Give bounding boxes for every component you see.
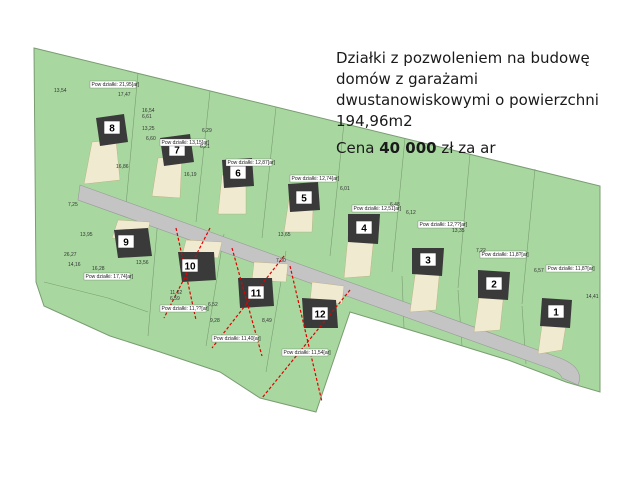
lot-dividers-upper (125, 72, 536, 305)
dimension-label: 13,95 (80, 232, 93, 238)
lot-number[interactable]: 4 (361, 224, 367, 235)
dimension-label: 6,59 (170, 296, 180, 302)
lot-area-tag-box (83, 272, 131, 281)
lot-area-tag: Pow działki: 11,8?[ar] (548, 266, 596, 272)
dimension-label: 6,57 (534, 268, 544, 274)
lot-label-box (103, 120, 121, 135)
lot-area-tag: Pow działki: 12,74[ar] (292, 176, 340, 182)
dimension-label: 6,12 (406, 210, 416, 216)
dimension-label: 6,21 (200, 144, 210, 150)
price-line: Cena 40 000 zł za ar (336, 138, 626, 159)
dimension-label: 11,62 (170, 290, 182, 296)
heading-line-4: 194,96m2 (336, 112, 413, 130)
lot-area-tag: Pow działki: 12,51[ar] (354, 206, 402, 212)
dimension-label: 13,35 (452, 228, 465, 234)
lot-area-tag-box (225, 158, 273, 167)
lot-area-tag: Pow działki: 11,8?[ar] (482, 252, 530, 258)
sold-markers (163, 227, 351, 403)
lot-label-box (247, 285, 265, 300)
lot-area-tag-box (159, 138, 207, 147)
lot-number[interactable]: 2 (491, 280, 497, 291)
dimension-label: 14,41 (586, 294, 599, 300)
dimension-label: 8,49 (262, 318, 272, 324)
lot-area-tag-box (289, 174, 337, 183)
dimension-label: 7,22 (476, 248, 486, 254)
dimension-label: 6,01 (340, 186, 350, 192)
dimension-label: 7,30 (276, 258, 286, 264)
dimension-label: 16,54 (142, 108, 155, 114)
lot-number[interactable]: 8 (109, 124, 115, 135)
price-value: 40 000 (379, 139, 437, 157)
lot-area-tag: Pow działki: 13,15[ar] (162, 140, 210, 146)
dimension-label: 13,65 (278, 232, 291, 238)
lot-label-box (419, 252, 437, 267)
dimension-label: 6,48 (390, 202, 400, 208)
lot-area-tag-box (211, 334, 259, 343)
dimension-label: 26,27 (64, 252, 77, 258)
dimension-label: 6,60 (146, 136, 156, 142)
dimension-label: 13,25 (142, 126, 155, 132)
lot-number[interactable]: 10 (184, 262, 196, 273)
price-suffix: zł za ar (441, 139, 496, 157)
lot-label-box (547, 304, 565, 319)
dimension-label: 9,28 (210, 318, 220, 324)
lot-number[interactable]: 9 (123, 238, 129, 249)
dimension-label: 13,54 (54, 88, 67, 94)
lot-area-tag: Pow działki: 11,??[ar] (162, 306, 210, 312)
dimension-label: 13,56 (136, 260, 149, 266)
lot-area-tag: Pow działki: 21,95[ar] (92, 82, 140, 88)
lot-area-tag-box (281, 348, 329, 357)
lot-number[interactable]: 5 (301, 194, 307, 205)
dimension-label: 17,47 (118, 92, 131, 98)
lot-number[interactable]: 1 (553, 308, 559, 319)
dimension-label: 7,25 (68, 202, 78, 208)
dimension-label: 16,28 (92, 266, 105, 272)
lot-area-tag-box (545, 264, 593, 273)
heading-line-3: dwustanowiskowymi o powierzchni (336, 91, 599, 109)
lot-number[interactable]: 6 (235, 169, 241, 180)
building-zones (83, 139, 569, 355)
lot-number[interactable]: 12 (314, 310, 326, 321)
dimension-label: 6,29 (202, 128, 212, 134)
lot-area-tag-box (417, 220, 465, 229)
lot-number[interactable]: 7 (174, 146, 180, 157)
lot-area-tag: Pow działki: 12,??[ar] (420, 222, 468, 228)
lot-area-tag-box (159, 304, 207, 313)
lot-area-tag: Pow działki: 12,87[ar] (228, 160, 276, 166)
lot-number[interactable]: 11 (251, 289, 262, 300)
lot-label-box (117, 234, 135, 249)
lot-area-tag-box (89, 80, 137, 89)
dimension-layer: 13,54 17,47 16,54 13,25 16,86 6,61 6,60 16,19 6,… (54, 88, 599, 324)
lot-label-box (181, 258, 199, 273)
dimension-label: 14,16 (68, 262, 81, 268)
lot-label-box (311, 306, 329, 321)
heading-line-1: Działki z pozwoleniem na budowę (336, 49, 590, 67)
lot-label-box (295, 190, 313, 205)
lot-area-tag-box (351, 204, 399, 213)
dimension-label: 16,19 (184, 172, 197, 178)
dimension-label: 6,61 (142, 114, 152, 120)
dimension-label: 6,52 (208, 302, 218, 308)
lot-area-tag: Pow działki: 11,54[ar] (284, 350, 332, 356)
lot-label-box (355, 220, 373, 235)
heading-line-2: domów z garażami (336, 70, 479, 88)
lot-number[interactable]: 3 (425, 256, 431, 267)
info-box: Działki z pozwoleniem na budowę domów z … (336, 48, 626, 159)
dimension-label: 16,86 (116, 164, 129, 170)
lot-area-tag-box (479, 250, 527, 259)
lot-area-tag: Pow działki: 11,40[ar] (214, 336, 262, 342)
lot-area-tag: Pow działki: 17,74[ar] (86, 274, 134, 280)
lot-label-box (485, 276, 503, 291)
price-prefix: Cena (336, 139, 375, 157)
